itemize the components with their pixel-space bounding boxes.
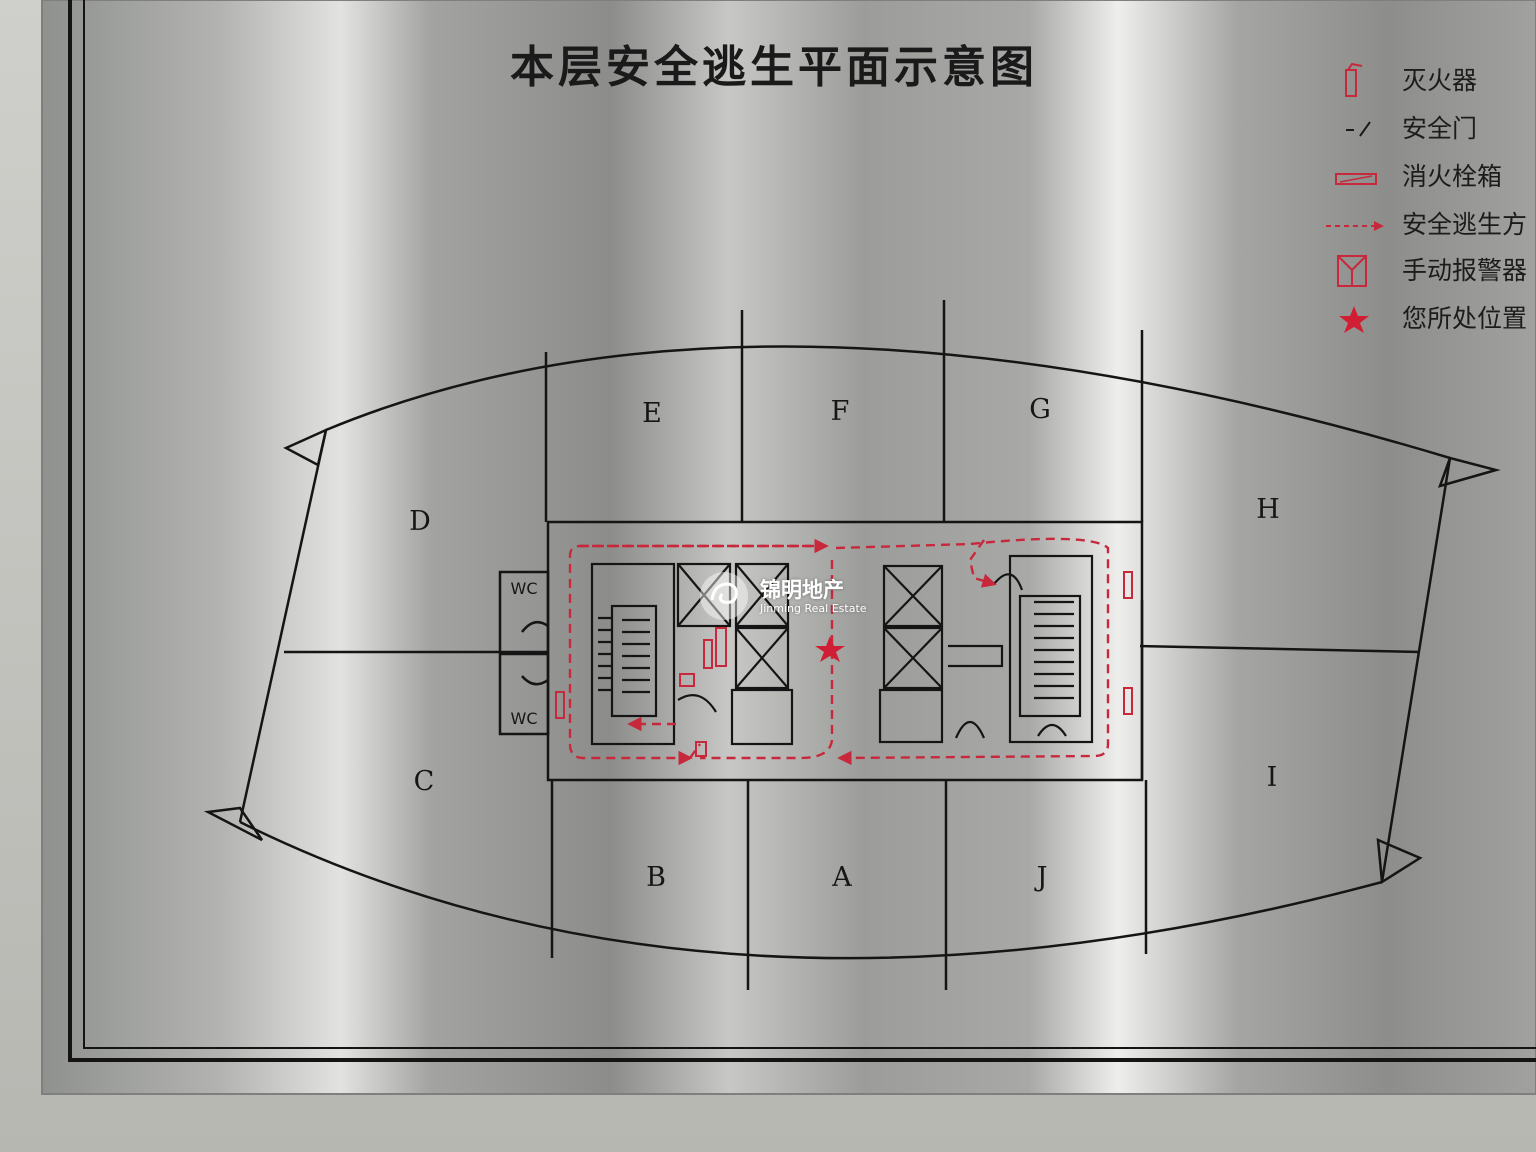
fire-extinguisher-icon xyxy=(1345,62,1363,97)
legend-item-fire-extinguisher: 灭火器 xyxy=(1318,58,1536,104)
page-title: 本层安全逃生平面示意图 xyxy=(510,42,1038,93)
unit-label-g: G xyxy=(1029,394,1051,425)
unit-label-e: E xyxy=(642,398,662,429)
you-are-here-star-icon xyxy=(1339,306,1369,333)
legend-label: 您所处位置 xyxy=(1402,304,1528,333)
restroom-label-lower: WC xyxy=(511,709,538,728)
legend-item-manual-alarm: 手动报警器 xyxy=(1318,248,1536,294)
unit-label-d: D xyxy=(409,506,431,537)
watermark-english: Jinming Real Estate xyxy=(760,602,867,615)
legend-label: 手动报警器 xyxy=(1402,256,1528,285)
legend-label: 灭火器 xyxy=(1402,66,1478,95)
unit-label-c: C xyxy=(414,766,435,797)
unit-label-j: J xyxy=(1034,862,1048,893)
legend-label: 消火栓箱 xyxy=(1402,162,1503,191)
restroom-label-upper: WC xyxy=(511,579,538,598)
unit-label-h: H xyxy=(1256,494,1280,525)
escape-direction-arrow-icon xyxy=(1326,221,1384,231)
legend-item-escape-direction: 安全逃生方 xyxy=(1318,202,1536,248)
unit-label-a: A xyxy=(831,862,852,893)
fire-fixtures xyxy=(555,571,1133,757)
watermark-logo: 锦明地产 Jinming Real Estate xyxy=(694,566,894,626)
watermark-name: 锦明地产 xyxy=(760,578,844,602)
you-are-here-marker xyxy=(815,636,845,662)
manual-alarm-icon xyxy=(1337,255,1367,287)
legend-item-fire-hydrant-box: 消火栓箱 xyxy=(1318,154,1536,200)
unit-label-i: I xyxy=(1267,762,1278,793)
core-interior xyxy=(590,554,1094,746)
brand-swirl-icon xyxy=(700,572,748,620)
legend-item-safety-door: 安全门 xyxy=(1318,106,1536,152)
floor-outline xyxy=(203,300,1501,990)
legend-label: 安全逃生方 xyxy=(1402,210,1528,239)
legend-item-you-are-here: 您所处位置 xyxy=(1318,296,1536,342)
unit-label-b: B xyxy=(646,862,666,893)
unit-label-f: F xyxy=(831,396,850,427)
legend-label: 安全门 xyxy=(1402,114,1478,143)
fire-hydrant-box-icon xyxy=(1335,173,1377,185)
safety-door-icon xyxy=(1346,121,1371,137)
